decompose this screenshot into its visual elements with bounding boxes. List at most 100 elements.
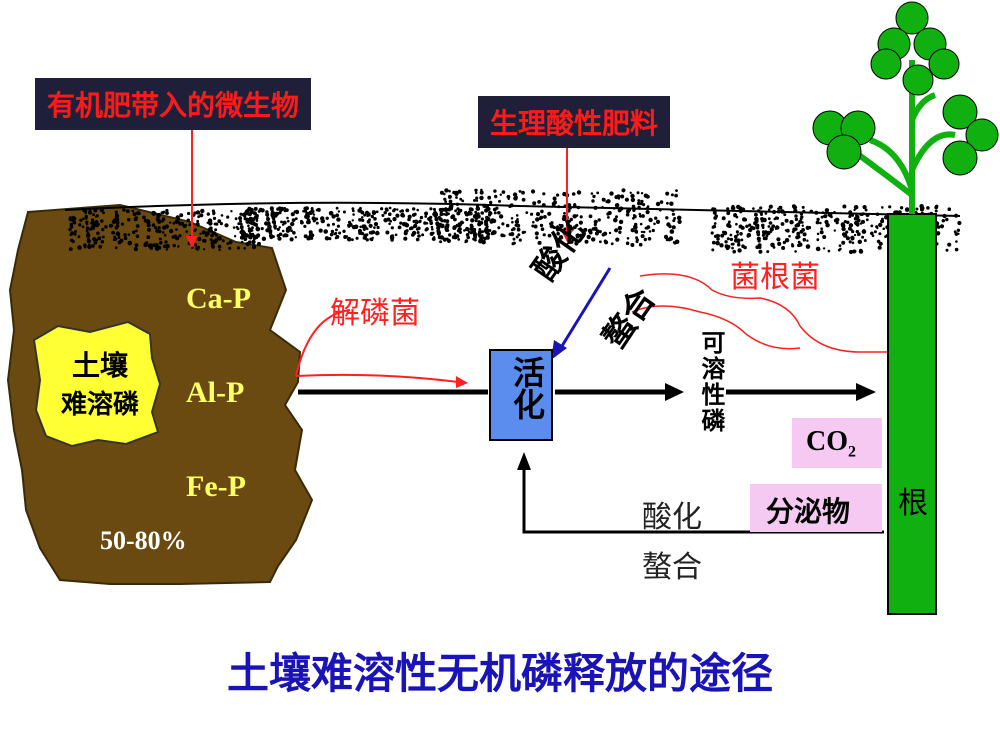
soil-particle bbox=[474, 210, 478, 214]
soil-particle bbox=[248, 232, 252, 236]
soil-particle bbox=[939, 224, 945, 229]
soil-particle bbox=[489, 200, 493, 205]
soil-particle bbox=[385, 231, 389, 235]
soil-particle bbox=[778, 205, 783, 210]
soil-particle bbox=[245, 217, 250, 222]
soil-particle bbox=[593, 222, 597, 227]
soil-particle bbox=[825, 223, 830, 228]
acid-chelate-blue-head bbox=[551, 340, 567, 360]
soil-particle bbox=[414, 219, 418, 223]
soil-particle bbox=[954, 247, 959, 252]
soil-particle bbox=[228, 240, 233, 245]
soil-particle bbox=[89, 227, 93, 231]
soil-particle bbox=[801, 221, 804, 224]
soil-particle bbox=[273, 226, 277, 230]
soil-particle bbox=[762, 232, 766, 236]
soil-particle bbox=[373, 217, 377, 221]
soil-particle bbox=[518, 238, 522, 242]
soil-particle bbox=[586, 234, 591, 240]
soil-particle bbox=[71, 240, 75, 243]
soil-particle bbox=[816, 217, 820, 222]
soil-particle bbox=[360, 216, 364, 219]
co2-subscript: 2 bbox=[848, 443, 856, 461]
soil-particle bbox=[512, 237, 516, 241]
soil-particle bbox=[237, 222, 241, 226]
soil-particle bbox=[729, 237, 734, 242]
soil-particle bbox=[469, 231, 473, 235]
soil-particle bbox=[770, 242, 775, 248]
soil-particle bbox=[475, 196, 479, 200]
soil-particle bbox=[417, 234, 421, 238]
soil-particle bbox=[241, 231, 245, 235]
soil-particle bbox=[365, 227, 369, 231]
soil-particle bbox=[278, 232, 283, 237]
soil-particle bbox=[758, 249, 763, 254]
soil-particle bbox=[656, 221, 660, 224]
mycorrhiza-hyphae-2 bbox=[631, 305, 801, 350]
soil-particle bbox=[362, 236, 367, 240]
soil-particle bbox=[448, 199, 453, 204]
soil-particle bbox=[77, 245, 82, 250]
soil-particle bbox=[731, 204, 735, 209]
soil-particle bbox=[668, 236, 674, 241]
soil-particle bbox=[597, 218, 601, 222]
soil-particle bbox=[137, 211, 141, 216]
co2-main: CO bbox=[806, 426, 848, 457]
soil-particle bbox=[509, 203, 514, 208]
soil-particle bbox=[431, 228, 434, 231]
soil-particle bbox=[899, 206, 904, 210]
soil-particle bbox=[134, 243, 139, 248]
soil-particle bbox=[151, 210, 156, 216]
soil-particle bbox=[472, 214, 478, 219]
soil-particle bbox=[193, 211, 197, 215]
soil-particle bbox=[592, 194, 596, 199]
soil-particle bbox=[247, 224, 250, 227]
soil-particle bbox=[760, 219, 764, 223]
soil-particle bbox=[282, 220, 287, 225]
soil-particle bbox=[782, 240, 787, 245]
soil-particle bbox=[151, 223, 156, 227]
soil-particle bbox=[177, 245, 180, 248]
soil-particle bbox=[863, 239, 867, 242]
soil-particle bbox=[260, 227, 264, 231]
soil-particle bbox=[117, 240, 122, 245]
soil-particle bbox=[332, 222, 335, 226]
soil-particle bbox=[270, 208, 274, 212]
soil-particle bbox=[501, 190, 506, 194]
soil-particle bbox=[470, 218, 475, 223]
soil-particle bbox=[115, 220, 120, 225]
soil-particle bbox=[777, 241, 782, 246]
soil-particle bbox=[841, 240, 846, 245]
soil-particle bbox=[512, 192, 518, 197]
soil-particle bbox=[608, 231, 612, 235]
soil-particle bbox=[126, 217, 131, 222]
soil-particle bbox=[760, 213, 763, 216]
soil-particle bbox=[735, 222, 738, 226]
soil-particle bbox=[123, 236, 128, 240]
soil-particle bbox=[85, 226, 89, 230]
soil-particle bbox=[755, 226, 760, 230]
soil-particle bbox=[464, 240, 467, 244]
soil-particle bbox=[791, 204, 796, 209]
soil-particle bbox=[727, 220, 731, 224]
soil-particle bbox=[632, 208, 636, 212]
soil-particle bbox=[584, 239, 589, 244]
soil-particle bbox=[862, 229, 867, 234]
soil-particle bbox=[217, 244, 222, 249]
soil-particle bbox=[351, 209, 355, 213]
soil-particle bbox=[919, 207, 925, 212]
soil-particle bbox=[197, 236, 202, 242]
soil-particle bbox=[99, 208, 104, 213]
soil-particle bbox=[87, 244, 92, 249]
soil-particle bbox=[807, 225, 812, 230]
soil-particle bbox=[636, 191, 640, 195]
soil-particle bbox=[194, 243, 197, 247]
soil-particle bbox=[424, 211, 429, 216]
soil-particle bbox=[646, 194, 650, 199]
soil-particle bbox=[712, 210, 717, 215]
soil-particle bbox=[266, 217, 270, 222]
soil-particle bbox=[135, 229, 138, 233]
soil-particle bbox=[338, 231, 342, 235]
soil-particle bbox=[303, 224, 307, 228]
soil-particle bbox=[411, 233, 415, 237]
